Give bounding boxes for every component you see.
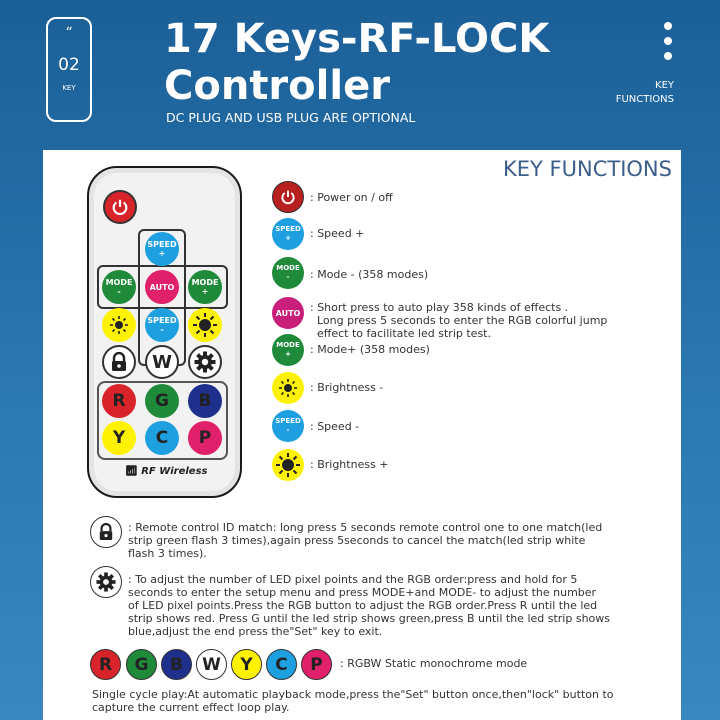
remote-g-button: G: [145, 384, 179, 418]
remote-power-button: [103, 190, 137, 224]
color-w-icon: W: [196, 649, 227, 680]
legend-brightness-plus-text: : Brightness +: [310, 458, 389, 471]
legend-power-text: : Power on / off: [310, 191, 393, 204]
key-functions-header-label: KEY FUNCTIONS: [615, 80, 674, 105]
remote-mode-plus-button: MODE+: [188, 270, 222, 304]
remote-speed-minus-button: SPEED-: [145, 308, 179, 342]
legend-mode-minus-text: : Mode - (358 modes): [310, 268, 429, 281]
color-g-icon: G: [126, 649, 157, 680]
legend-speed-minus-icon: SPEED-: [272, 410, 304, 442]
lock-icon: [112, 352, 126, 371]
legend-mode-plus-text: : Mode+ (358 modes): [310, 343, 430, 356]
legend-auto-icon: AUTO: [272, 297, 304, 329]
remote-speed-plus-button: SPEED+: [145, 232, 179, 266]
remote-control-image: SPEED+ MODE- AUTO MODE+ SPEED- W R G B Y…: [87, 166, 242, 498]
remote-y-button: Y: [102, 421, 136, 455]
section-label: KEY: [62, 84, 76, 92]
remote-brand-label: 📶︎ RF Wireless: [125, 466, 208, 477]
title-line-2: Controller: [164, 63, 390, 109]
gear-description-icon: [90, 566, 122, 598]
remote-lock-button: [102, 345, 136, 379]
sun-large-icon: [193, 313, 217, 337]
legend-speed-plus-text: : Speed +: [310, 227, 365, 240]
remote-auto-button: AUTO: [145, 270, 179, 304]
section-number-badge: “ 02 KEY: [46, 17, 92, 122]
lock-description-text: : Remote control ID match: long press 5 …: [128, 521, 603, 560]
page-title: 17 Keys-RF-LOCK Controller: [164, 16, 549, 110]
color-p-icon: P: [301, 649, 332, 680]
legend-mode-plus-icon: MODE+: [272, 334, 304, 366]
remote-b-button: B: [188, 384, 222, 418]
remote-mode-minus-button: MODE-: [102, 270, 136, 304]
panel-title: KEY FUNCTIONS: [503, 157, 672, 181]
section-number: 02: [58, 55, 80, 75]
color-r-icon: R: [90, 649, 121, 680]
legend-brightness-minus-icon: [272, 372, 304, 404]
single-cycle-text: Single cycle play:At automatic playback …: [92, 688, 614, 714]
power-icon: [112, 199, 128, 216]
gear-icon: [194, 351, 216, 373]
lock-description-icon: [90, 516, 122, 548]
page-subtitle: DC PLUG AND USB PLUG ARE OPTIONAL: [166, 110, 416, 125]
remote-c-button: C: [145, 421, 179, 455]
legend-power-icon: [272, 181, 304, 213]
legend-brightness-minus-text: : Brightness -: [310, 381, 384, 394]
sun-small-icon: [110, 316, 128, 334]
legend-auto-text: : Short press to auto play 358 kinds of …: [310, 301, 608, 340]
gear-description-text: : To adjust the number of LED pixel poin…: [128, 573, 611, 638]
legend-mode-minus-icon: MODE-: [272, 257, 304, 289]
remote-white-button: W: [145, 345, 179, 379]
legend-brightness-plus-icon: [272, 449, 304, 481]
legend-speed-plus-icon: SPEED+: [272, 218, 304, 250]
remote-brightness-plus-button: [188, 308, 222, 342]
color-b-icon: B: [161, 649, 192, 680]
remote-color-group-outline: [97, 381, 228, 460]
remote-brightness-minus-button: [102, 308, 136, 342]
quote-mark: “: [65, 25, 73, 41]
color-row-text: : RGBW Static monochrome mode: [340, 657, 528, 670]
title-line-1: 17 Keys-RF-LOCK: [164, 16, 550, 62]
remote-r-button: R: [102, 384, 136, 418]
color-c-icon: C: [266, 649, 297, 680]
legend-speed-minus-text: : Speed -: [310, 420, 360, 433]
remote-p-button: P: [188, 421, 222, 455]
remote-settings-button: [188, 345, 222, 379]
more-options-icon[interactable]: [664, 22, 674, 67]
color-y-icon: Y: [231, 649, 262, 680]
